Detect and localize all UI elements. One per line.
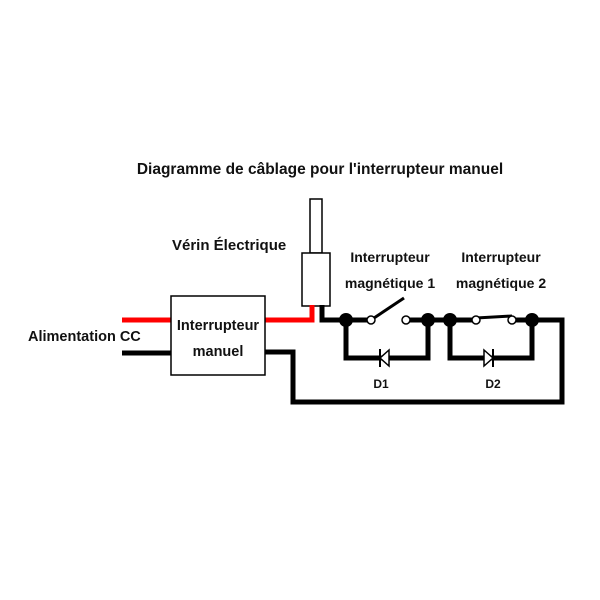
manual-switch-label-1: Interrupteur [177, 318, 260, 334]
electric-actuator [301, 198, 331, 307]
diode-d1 [378, 348, 390, 368]
junction-dot [421, 313, 435, 327]
actuator-body [301, 252, 331, 307]
diode-d2 [483, 348, 495, 368]
d2-bypass-wire [447, 320, 535, 361]
mag-switch-1-contact-a [366, 315, 376, 325]
diagram-title: Diagramme de câblage pour l'interrupteur… [137, 161, 503, 178]
actuator-label: Vérin Électrique [172, 237, 286, 254]
actuator-rod [309, 198, 323, 254]
mag-switch-2-label-1: Interrupteur [461, 249, 541, 265]
mag-switch-1-label-2: magnétique 1 [345, 275, 435, 291]
junction-dot [339, 313, 353, 327]
mag-switch-2-contact-a [471, 315, 481, 325]
d1-label: D1 [373, 377, 389, 391]
mag-switch-2-label-2: magnétique 2 [456, 275, 546, 291]
mag-switch-2-lever [475, 314, 513, 320]
power-supply-label: Alimentation CC [28, 329, 141, 345]
junction-dot [443, 313, 457, 327]
d2-label: D2 [485, 377, 501, 391]
mag-switch-1-contact-b [401, 315, 411, 325]
manual-switch-box [170, 295, 266, 376]
return-loop-wire [265, 317, 565, 405]
mag-switch-1-label-1: Interrupteur [350, 249, 430, 265]
positive-actuator-wire [265, 305, 315, 323]
mag-switch-2-contact-b [507, 315, 517, 325]
mag-switch-1-lever [370, 296, 405, 322]
actuator-return-wire [319, 305, 371, 323]
manual-switch-label-2: manuel [193, 344, 244, 360]
junction-dot [525, 313, 539, 327]
